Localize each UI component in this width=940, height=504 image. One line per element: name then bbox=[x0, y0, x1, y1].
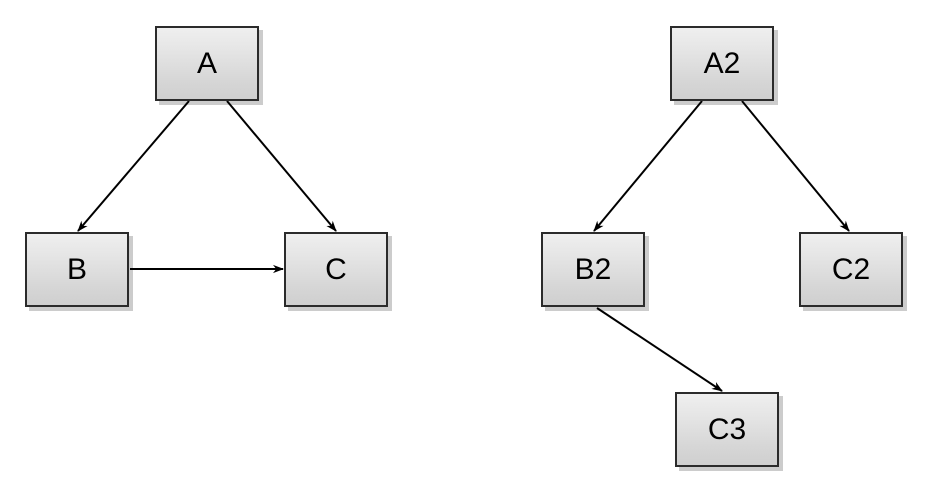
node-b2-label: B2 bbox=[574, 252, 612, 286]
node-c3[interactable]: C3 bbox=[675, 392, 779, 467]
node-c[interactable]: C bbox=[284, 232, 388, 307]
node-a2-label: A2 bbox=[703, 46, 741, 80]
node-b2[interactable]: B2 bbox=[541, 232, 645, 307]
node-a2[interactable]: A2 bbox=[670, 26, 774, 101]
edge-a-to-c bbox=[226, 100, 337, 232]
edge-b2-to-c3 bbox=[596, 307, 723, 392]
node-c2-label: C2 bbox=[831, 252, 871, 286]
edge-a2-to-c2 bbox=[741, 100, 850, 232]
node-c3-label: C3 bbox=[707, 412, 747, 446]
node-b-label: B bbox=[66, 252, 87, 286]
edge-a2-to-b2 bbox=[593, 100, 703, 232]
edge-a-to-b bbox=[77, 100, 190, 232]
node-a[interactable]: A bbox=[155, 26, 259, 101]
node-c2[interactable]: C2 bbox=[799, 232, 903, 307]
node-b[interactable]: B bbox=[25, 232, 129, 307]
node-c-label: C bbox=[325, 252, 347, 286]
node-a-label: A bbox=[196, 46, 217, 80]
